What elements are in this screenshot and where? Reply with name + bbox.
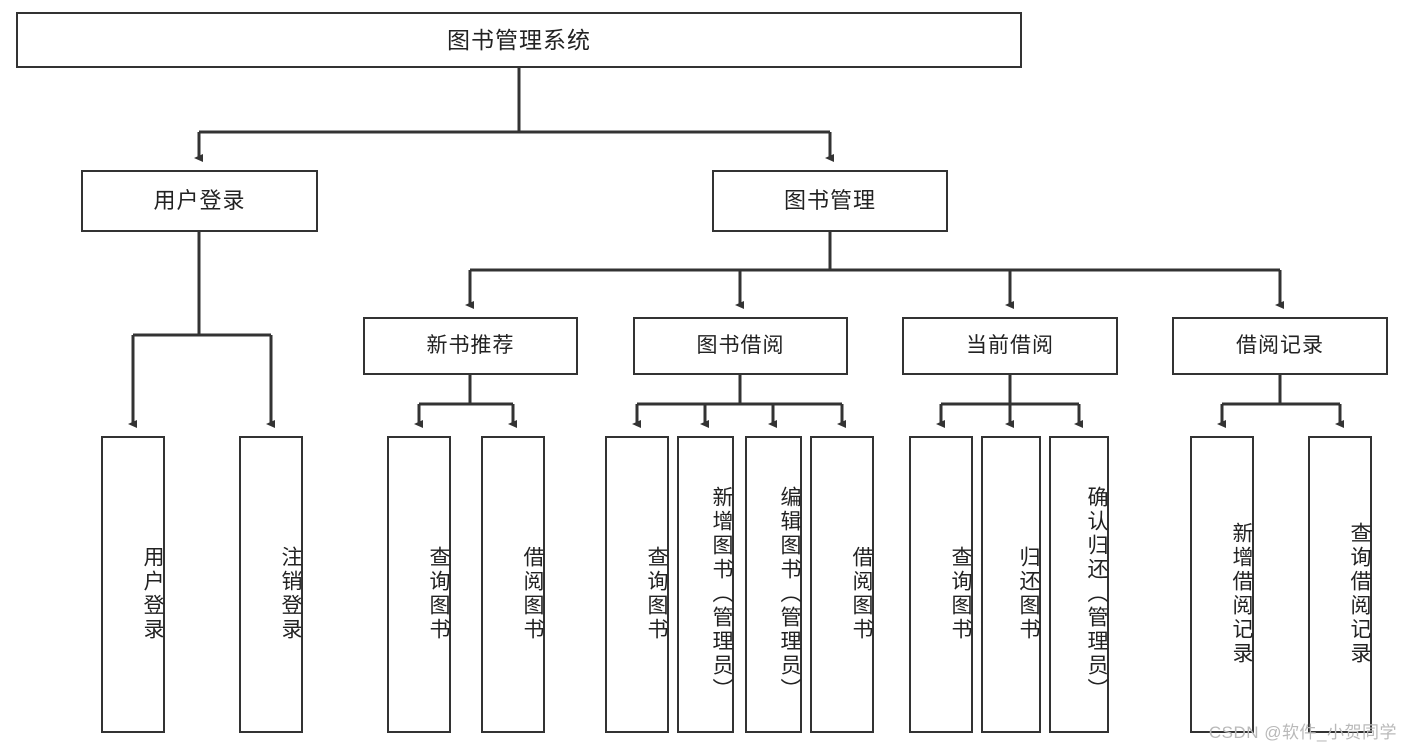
node-label: 查询图书	[645, 545, 668, 642]
node-label: 用户登录	[153, 188, 246, 214]
node-new-book-recommendation[interactable]: 新书推荐	[363, 317, 578, 375]
node-label: 借阅图书	[850, 545, 873, 642]
leaf-query-books-borrow[interactable]: 查询图书	[605, 436, 669, 733]
node-label: 当前借阅	[966, 333, 1054, 357]
leaf-user-login[interactable]: 用户登录	[101, 436, 165, 733]
node-label: 用户登录	[141, 545, 164, 642]
leaf-query-borrow-record[interactable]: 查询借阅记录	[1308, 436, 1372, 733]
leaf-logout[interactable]: 注销登录	[239, 436, 303, 733]
leaf-query-books-current[interactable]: 查询图书	[909, 436, 973, 733]
leaf-borrow-book[interactable]: 借阅图书	[810, 436, 874, 733]
leaf-edit-book-admin[interactable]: 编辑图书（管理员）	[745, 436, 802, 733]
node-label: 新书推荐	[426, 333, 515, 357]
leaf-return-book[interactable]: 归还图书	[981, 436, 1041, 733]
leaf-query-books-recommendation[interactable]: 查询图书	[387, 436, 451, 733]
node-book-management[interactable]: 图书管理	[712, 170, 948, 232]
node-label: 注销登录	[279, 545, 302, 642]
node-label: 确认归还（管理员）	[1085, 485, 1108, 702]
node-label: 图书管理	[783, 188, 876, 214]
node-label: 查询图书	[949, 545, 972, 642]
node-current-borrow[interactable]: 当前借阅	[902, 317, 1118, 375]
node-borrow-records[interactable]: 借阅记录	[1172, 317, 1388, 375]
node-label: 查询借阅记录	[1348, 521, 1371, 666]
leaf-confirm-return-admin[interactable]: 确认归还（管理员）	[1049, 436, 1109, 733]
leaf-add-book-admin[interactable]: 新增图书（管理员）	[677, 436, 734, 733]
leaf-add-borrow-record[interactable]: 新增借阅记录	[1190, 436, 1254, 733]
node-label: 编辑图书（管理员）	[778, 485, 801, 702]
node-label: 借阅图书	[521, 545, 544, 642]
node-label: 借阅记录	[1236, 333, 1324, 357]
node-label: 归还图书	[1017, 545, 1040, 642]
node-root-system[interactable]: 图书管理系统	[16, 12, 1022, 68]
node-label: 新增借阅记录	[1230, 521, 1253, 666]
node-book-borrow[interactable]: 图书借阅	[633, 317, 848, 375]
leaf-borrow-books-recommendation[interactable]: 借阅图书	[481, 436, 545, 733]
csdn-watermark: CSDN @软件_小贺同学	[1208, 723, 1397, 742]
node-label: 新增图书（管理员）	[710, 485, 733, 702]
node-user-login[interactable]: 用户登录	[81, 170, 318, 232]
node-label: 图书借阅	[696, 333, 785, 357]
node-label: 图书管理系统	[447, 26, 591, 53]
node-label: 查询图书	[427, 545, 450, 642]
